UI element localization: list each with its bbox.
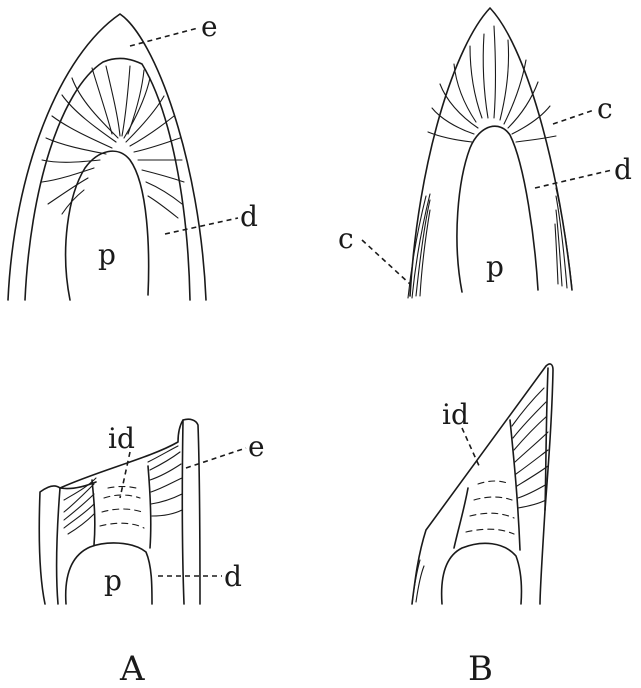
a-top-d-leader	[165, 218, 238, 234]
b-top-p-label: p	[486, 250, 504, 283]
caption-b: B	[468, 649, 493, 688]
a-bot-left-wall	[57, 488, 60, 604]
a-bot-id-right	[148, 466, 151, 548]
a-bot-id-leader	[120, 452, 130, 498]
b-top-c-right-label: c	[597, 92, 613, 125]
a-bot-hatching-right	[148, 446, 182, 516]
a-top-d-label: d	[240, 200, 258, 233]
a-bot-e-leader	[186, 448, 246, 468]
a-bot-right-wall	[182, 420, 184, 604]
b-top-c-left-label: c	[338, 222, 354, 255]
b-top-hatching	[428, 26, 556, 142]
panel-a-top: e d p	[8, 10, 258, 300]
b-bot-cementum-left	[412, 560, 424, 604]
b-bot-outer-outline	[412, 364, 553, 604]
b-bot-id-left	[454, 488, 468, 548]
b-bot-pulp	[442, 543, 522, 604]
a-top-hatching	[42, 66, 184, 218]
b-top-d-label: d	[614, 153, 632, 186]
a-bot-d-label: d	[224, 560, 242, 593]
panel-b-bottom: id	[412, 364, 553, 604]
a-bot-p-label: p	[104, 564, 122, 597]
panel-b-top: c d c p	[338, 8, 632, 298]
b-bot-id-leader	[462, 428, 480, 468]
panel-a-bottom: id e d p	[39, 419, 264, 604]
b-bot-id-label: id	[442, 398, 469, 431]
b-top-c-right-leader	[553, 110, 594, 124]
b-top-d-leader	[535, 170, 612, 188]
a-bot-id-dashes	[100, 487, 144, 529]
b-bot-id-dashes	[466, 481, 514, 534]
b-top-c-left-leader	[362, 240, 410, 284]
caption-a: A	[119, 649, 145, 688]
a-top-p-label: p	[98, 238, 116, 271]
a-top-e-label: e	[201, 10, 218, 43]
a-bot-id-left	[92, 480, 95, 545]
a-bot-id-label: id	[108, 422, 135, 455]
a-bot-e-label: e	[248, 430, 265, 463]
